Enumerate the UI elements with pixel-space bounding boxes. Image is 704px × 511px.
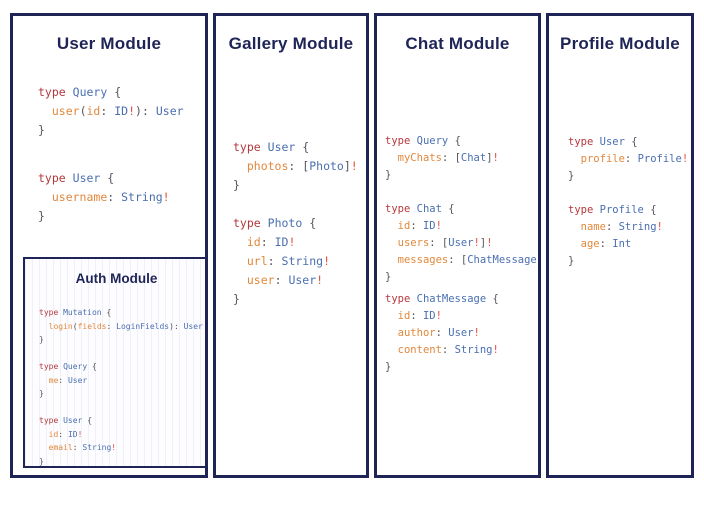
module-title-chat: Chat Module [405, 34, 510, 53]
code-block-gallery-user: type User { photos: [Photo]! } [233, 140, 358, 192]
module-panel-profile[interactable]: Profile Module type User { profile: Prof… [546, 13, 694, 478]
code-block-chat-chat: type Chat { id: ID! users: [User!]! mess… [385, 203, 538, 283]
module-title-gallery: Gallery Module [228, 34, 354, 53]
code-block-user-user: type User { username: String! } [38, 171, 170, 223]
module-title-profile: Profile Module [560, 34, 680, 53]
code-block-chat-message: type ChatMessage { id: ID! author: User!… [385, 293, 499, 373]
code-block-gallery-photo: type Photo { id: ID! url: String! user: … [233, 216, 330, 306]
module-panel-chat[interactable]: Chat Module type Query { myChats: [Chat]… [374, 13, 541, 478]
code-block-profile-user: type User { profile: Profile! } [568, 136, 689, 182]
module-panel-auth[interactable]: Auth Module type Mutation { login(fields… [23, 257, 205, 468]
code-block-user-query: type Query { user(id: ID!): User } [38, 85, 184, 137]
code-block-chat-query: type Query { myChats: [Chat]! } [385, 135, 499, 181]
module-panel-user[interactable]: User Module type Query { user(id: ID!): … [10, 13, 208, 478]
module-panel-gallery[interactable]: Gallery Module type User { photos: [Phot… [213, 13, 369, 478]
module-title-user: User Module [56, 34, 162, 53]
module-title-auth: Auth Module [75, 271, 158, 286]
code-block-auth-all: type Mutation { login(fields: LoginField… [39, 308, 203, 466]
code-block-profile-profile: type Profile { name: String! age: Int } [568, 204, 663, 267]
